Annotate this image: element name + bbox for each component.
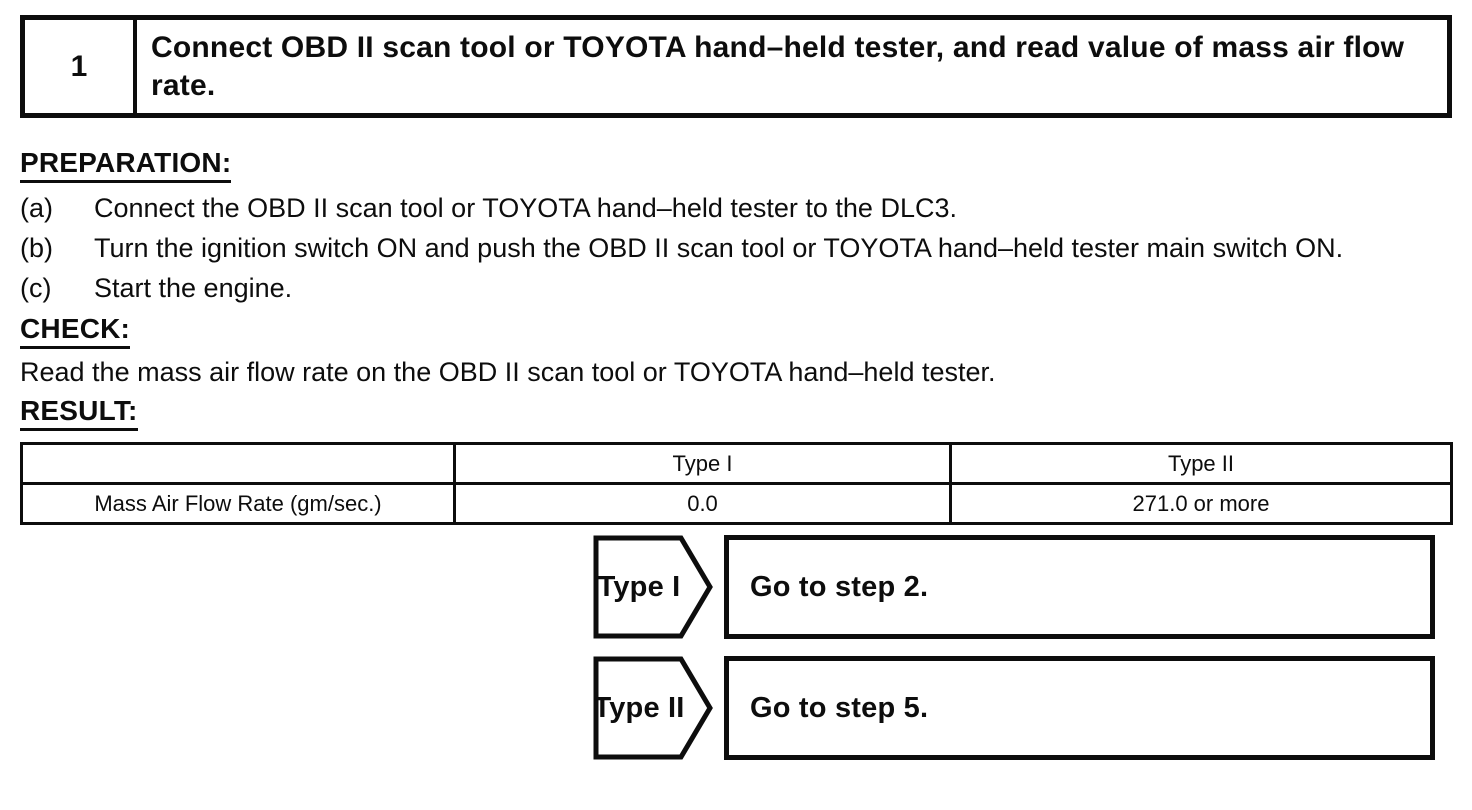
- branch-condition-label: Type I: [597, 570, 681, 603]
- result-table-cell-param: Mass Air Flow Rate (gm/sec.): [20, 482, 456, 525]
- branch-condition-label: Type II: [593, 691, 685, 724]
- result-branches: Type I Go to step 2. Type II Go to step …: [593, 535, 1452, 760]
- list-item-label: (b): [20, 233, 53, 263]
- result-table-header-param: [20, 442, 456, 485]
- result-table-header-type1: Type I: [453, 442, 952, 485]
- list-item-text: Turn the ignition switch ON and push the…: [94, 233, 1344, 263]
- branch-type2: Type II Go to step 5.: [593, 656, 1452, 760]
- list-item: (c) Start the engine.: [20, 268, 1452, 308]
- result-table-header-type2: Type II: [949, 442, 1453, 485]
- step-header-box: 1 Connect OBD II scan tool or TOYOTA han…: [20, 15, 1452, 118]
- list-item-text: Start the engine.: [94, 273, 293, 303]
- result-heading: RESULT:: [20, 396, 138, 431]
- pentagon-arrow-icon: [593, 535, 713, 639]
- branch-action-box: Go to step 2.: [724, 535, 1435, 639]
- list-item-label: (a): [20, 193, 53, 223]
- check-text: Read the mass air flow rate on the OBD I…: [20, 357, 996, 387]
- list-item-label: (c): [20, 273, 52, 303]
- list-item: (a) Connect the OBD II scan tool or TOYO…: [20, 188, 1452, 228]
- branch-condition-arrow: Type I: [593, 535, 713, 639]
- list-item-text: Connect the OBD II scan tool or TOYOTA h…: [94, 193, 957, 223]
- check-heading: CHECK:: [20, 314, 131, 349]
- branch-type1: Type I Go to step 2.: [593, 535, 1452, 639]
- pentagon-arrow-icon: [593, 656, 713, 760]
- step-number: 1: [25, 20, 137, 113]
- preparation-list: (a) Connect the OBD II scan tool or TOYO…: [20, 188, 1452, 308]
- preparation-heading: PREPARATION:: [20, 148, 232, 183]
- list-item: (b) Turn the ignition switch ON and push…: [20, 228, 1452, 268]
- result-table-header-row: Type I Type II: [20, 442, 1453, 485]
- result-table: Type I Type II Mass Air Flow Rate (gm/se…: [20, 442, 1453, 525]
- branch-condition-arrow: Type II: [593, 656, 713, 760]
- result-table-cell-type1: 0.0: [453, 482, 952, 525]
- result-table-cell-type2: 271.0 or more: [949, 482, 1453, 525]
- table-row: Mass Air Flow Rate (gm/sec.) 0.0 271.0 o…: [20, 482, 1453, 525]
- branch-action-box: Go to step 5.: [724, 656, 1435, 760]
- step-instruction: Connect OBD II scan tool or TOYOTA hand–…: [151, 31, 1405, 102]
